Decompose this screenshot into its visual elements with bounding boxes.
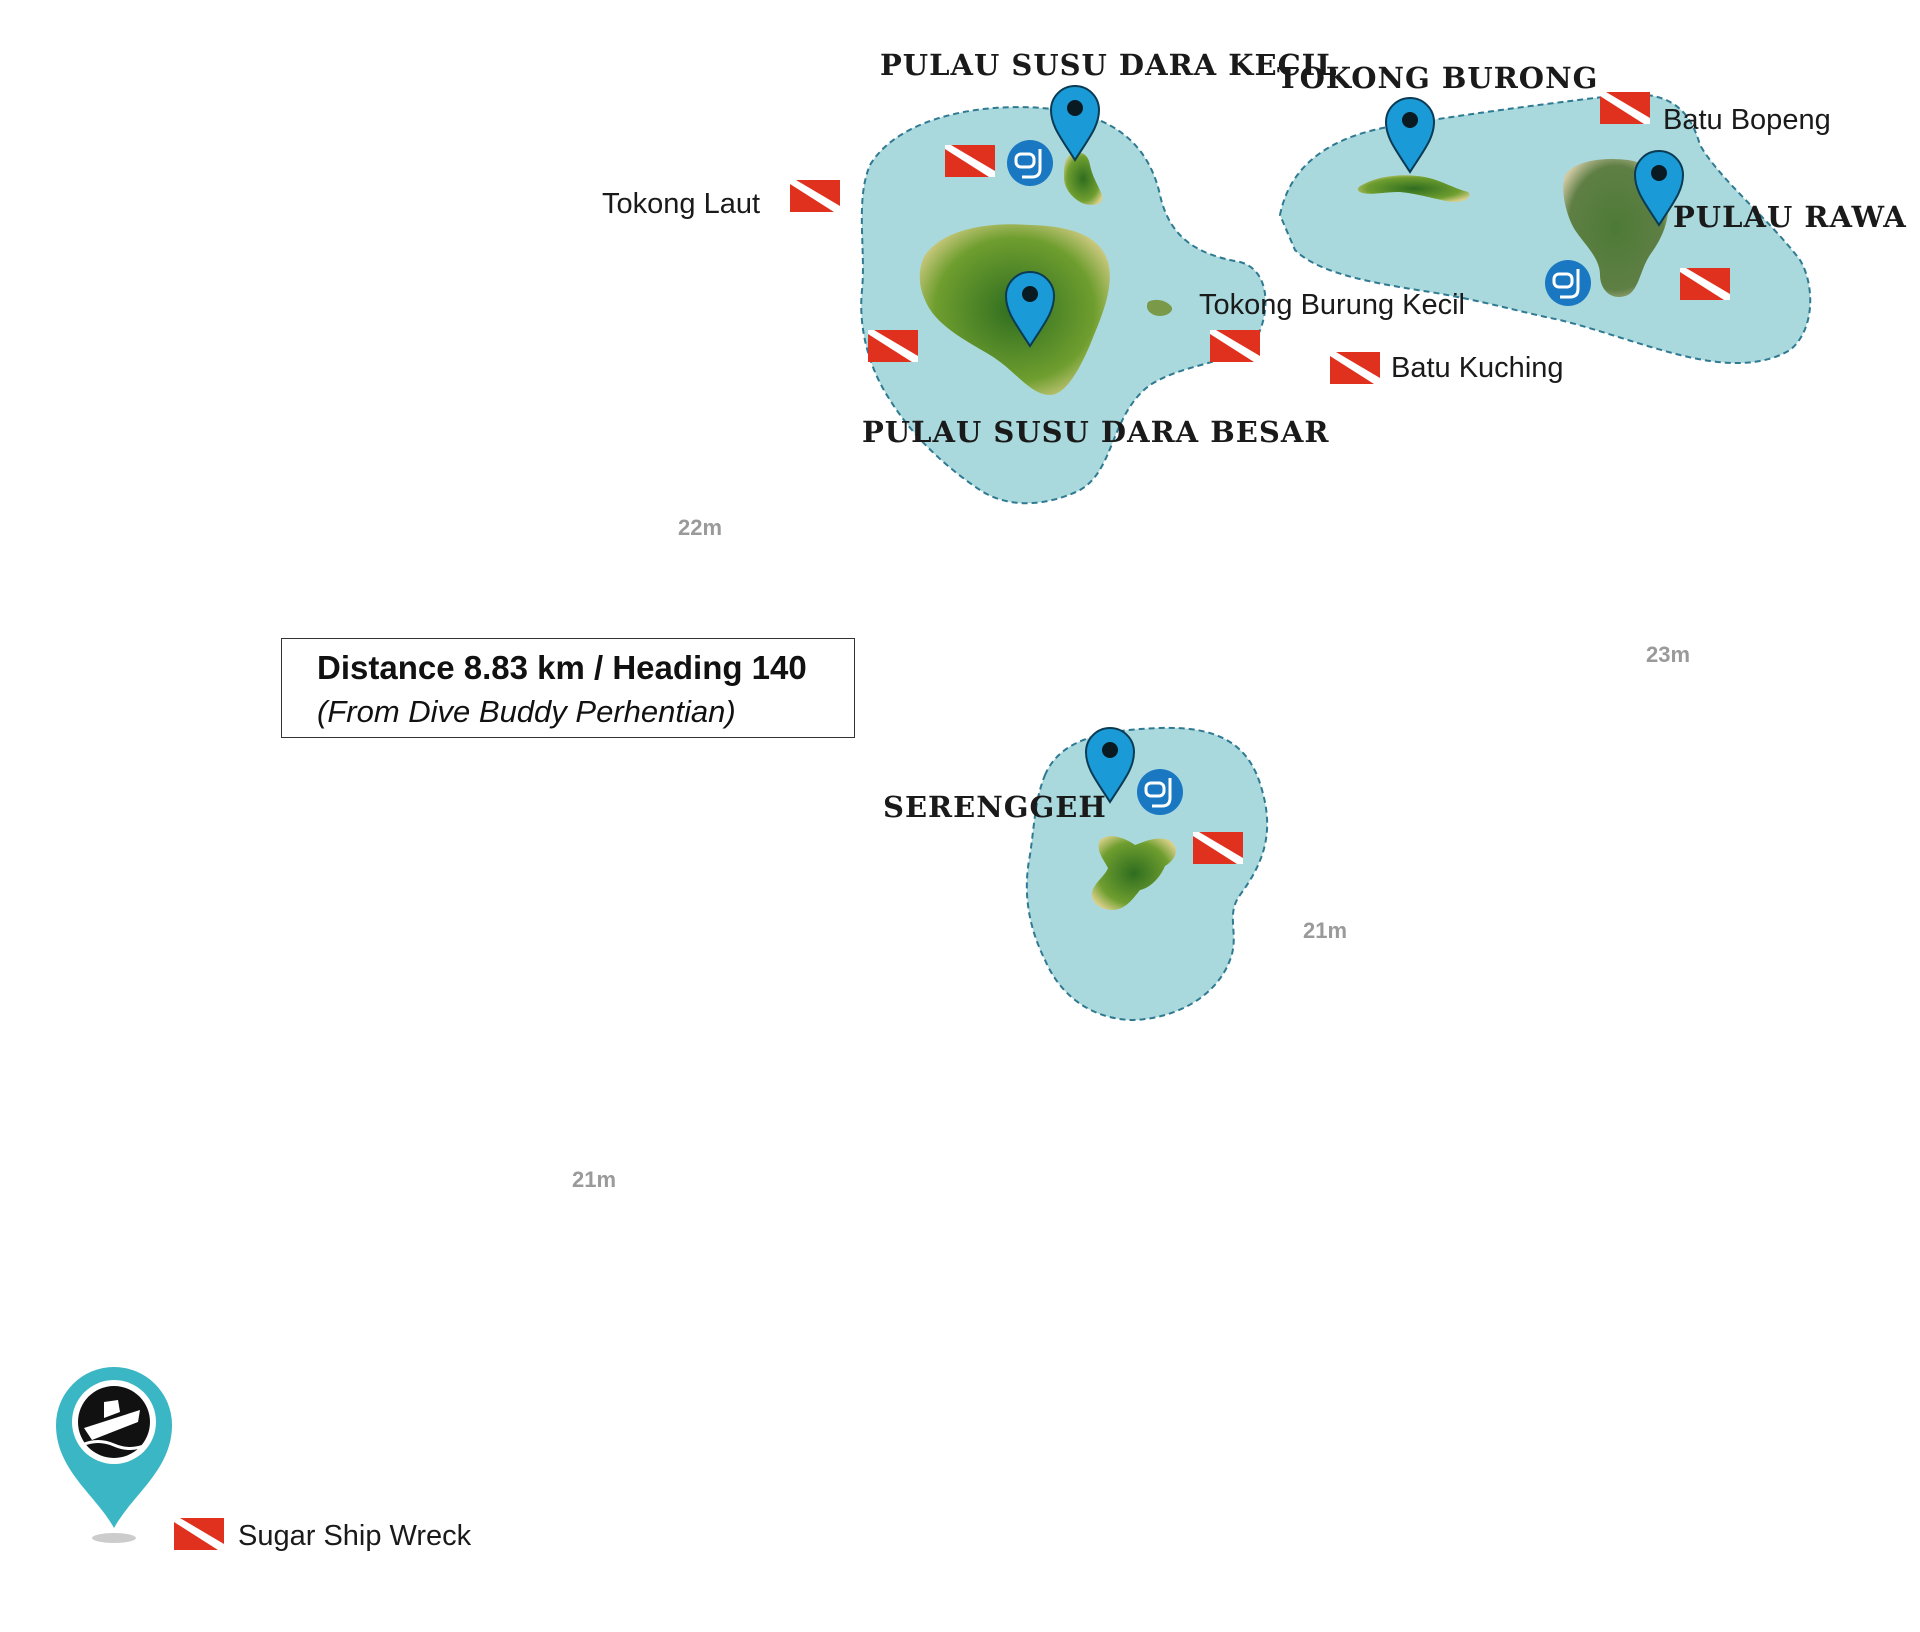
depth-label: 22m [678,515,722,540]
distance-heading-text: Distance 8.83 km / Heading 140 [317,649,807,686]
shipwreck-icon[interactable] [56,1367,172,1543]
dive-flag-icon [945,145,995,177]
snorkel-mask-icon [1543,258,1593,308]
dive-flag-icon [174,1518,224,1550]
label-pulau-susu-dara-besar: PULAU SUSU DARA BESAR [862,415,1329,449]
depth-label: 21m [572,1167,616,1192]
label-batu-bopeng: Batu Bopeng [1663,104,1831,136]
dive-flag-icon [1193,832,1243,864]
dive-flag-icon [790,180,840,212]
snorkel-mask-icon [1005,138,1055,188]
label-batu-kuching: Batu Kuching [1391,352,1564,384]
depth-label: 21m [1303,918,1347,943]
label-tokong-burung-kecil: Tokong Burung Kecil [1199,289,1465,321]
label-serenggeh: SERENGGEH [883,790,1107,824]
depth-label: 23m [1646,642,1690,667]
distance-info-box: Distance 8.83 km / Heading 140 (From Div… [281,638,855,738]
dive-flag-icon [1680,268,1730,300]
islet-susu-dara-small [1146,299,1173,316]
origin-text: (From Dive Buddy Perhentian) [317,694,736,729]
island-serenggeh [1091,836,1176,910]
label-pulau-rawa: PULAU RAWA [1673,200,1907,234]
dive-flag-icon [1600,92,1650,124]
label-tokong-burong: TOKONG BURONG [1277,61,1598,95]
dive-flag-icon [1210,330,1260,362]
island-susu-dara-kecil [1064,152,1103,205]
dive-flag-icon [868,330,918,362]
dive-flag-icon [1330,352,1380,384]
snorkel-mask-icon [1135,767,1185,817]
island-tokong-burong [1357,175,1470,202]
label-sugar-ship-wreck: Sugar Ship Wreck [238,1520,472,1552]
label-pulau-susu-dara-kecil: PULAU SUSU DARA KECIL [880,48,1338,82]
label-tokong-laut: Tokong Laut [602,188,760,220]
